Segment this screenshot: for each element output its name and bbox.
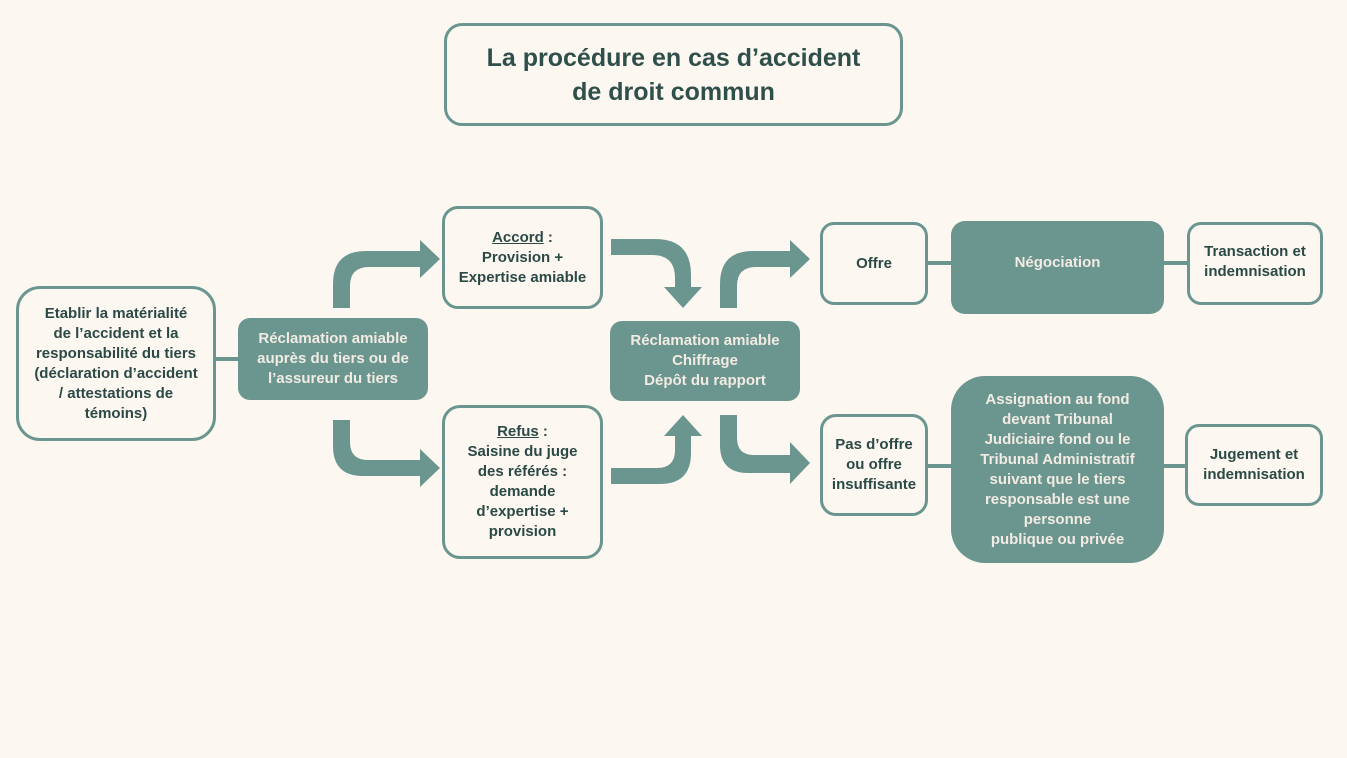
- refus-heading: Refus: [497, 423, 539, 440]
- accord-box: Accord : Provision + Expertise amiable: [442, 206, 603, 309]
- assignation-line: devant Tribunal: [1002, 410, 1113, 428]
- negociation-label: Négociation: [1014, 254, 1101, 271]
- pas-offre-line: ou offre: [846, 456, 902, 473]
- accord-heading: Accord: [492, 228, 544, 246]
- title-line-1: La procédure en cas d’accident: [486, 43, 861, 72]
- assignation-line: Judiciaire fond ou le: [984, 430, 1131, 448]
- title-box: La procédure en cas d’accident de droit …: [444, 23, 903, 126]
- jugement-box: Jugement et indemnisation: [1185, 424, 1323, 506]
- refus-box: Refus : Saisine du juge des référés : de…: [442, 405, 603, 559]
- pas-offre-line: Pas d’offre: [835, 436, 913, 453]
- reclamation-amiable-box-2: Réclamation amiable Chiffrage Dépôt du r…: [610, 321, 800, 401]
- assignation-line: responsable est une: [984, 490, 1131, 508]
- reclamation2-line: Dépôt du rapport: [644, 372, 766, 389]
- start-line: témoins): [84, 404, 148, 422]
- accord-heading-line: Accord :: [492, 228, 553, 248]
- arrow-to-refus: [333, 420, 440, 487]
- refus-line: demande: [489, 483, 556, 500]
- assignation-line: personne: [1023, 510, 1092, 528]
- connector-offre-negociation: [926, 261, 954, 265]
- accord-line: Expertise amiable: [458, 268, 587, 286]
- refus-line: provision: [488, 523, 557, 540]
- transaction-line: indemnisation: [1204, 263, 1306, 280]
- arrow-to-offre: [720, 240, 810, 308]
- refus-line: Saisine du juge: [467, 443, 578, 460]
- start-line: Etablir la matérialité: [44, 304, 188, 322]
- connector-start-reclamation: [213, 357, 240, 361]
- jugement-line: indemnisation: [1203, 466, 1305, 483]
- accord-line: Provision +: [481, 248, 564, 266]
- reclamation-amiable-box-1: Réclamation amiable auprès du tiers ou d…: [238, 318, 428, 400]
- title-line-2: de droit commun: [572, 77, 775, 106]
- connector-assignation-jugement: [1162, 464, 1190, 468]
- start-box: Etablir la matérialité de l’accident et …: [16, 286, 216, 441]
- arrow-to-pas-offre: [720, 415, 810, 484]
- connector-negociation-transaction: [1162, 261, 1190, 265]
- refus-heading-line: Refus :: [497, 422, 548, 442]
- assignation-box: Assignation au fond devant Tribunal Judi…: [951, 376, 1164, 563]
- assignation-line: publique ou privée: [990, 530, 1125, 548]
- assignation-line: Assignation au fond: [985, 390, 1130, 408]
- refus-line: des référés :: [477, 463, 568, 480]
- reclamation2-line: Chiffrage: [672, 352, 738, 369]
- refus-heading-suffix: :: [538, 423, 548, 440]
- reclamation2-line: Réclamation amiable: [630, 332, 780, 349]
- negociation-box: Négociation: [951, 221, 1164, 314]
- refus-line: d’expertise +: [476, 503, 569, 520]
- assignation-line: suivant que le tiers: [989, 470, 1126, 488]
- assignation-line: Tribunal Administratif: [980, 450, 1135, 468]
- reclamation1-line: Réclamation amiable: [258, 330, 408, 347]
- reclamation1-line: l’assureur du tiers: [267, 370, 399, 387]
- accord-heading-suffix: :: [543, 228, 553, 246]
- jugement-line: Jugement et: [1209, 446, 1299, 463]
- offre-label: Offre: [856, 254, 892, 272]
- arrow-to-accord: [333, 240, 440, 308]
- start-line: / attestations de: [58, 384, 174, 402]
- transaction-line: Transaction et: [1204, 243, 1306, 260]
- pas-offre-box: Pas d’offre ou offre insuffisante: [820, 414, 928, 516]
- start-line: responsabilité du tiers: [35, 344, 197, 362]
- reclamation1-line: auprès du tiers ou de: [257, 350, 409, 367]
- connector-pasoffre-assignation: [926, 464, 954, 468]
- start-line: (déclaration d’accident: [34, 364, 198, 382]
- offre-box: Offre: [820, 222, 928, 305]
- arrow-refus-to-reclamation2: [611, 415, 702, 484]
- arrow-accord-to-reclamation2: [611, 239, 702, 308]
- transaction-box: Transaction et indemnisation: [1187, 222, 1323, 305]
- pas-offre-line: insuffisante: [831, 476, 917, 493]
- start-line: de l’accident et la: [53, 324, 179, 342]
